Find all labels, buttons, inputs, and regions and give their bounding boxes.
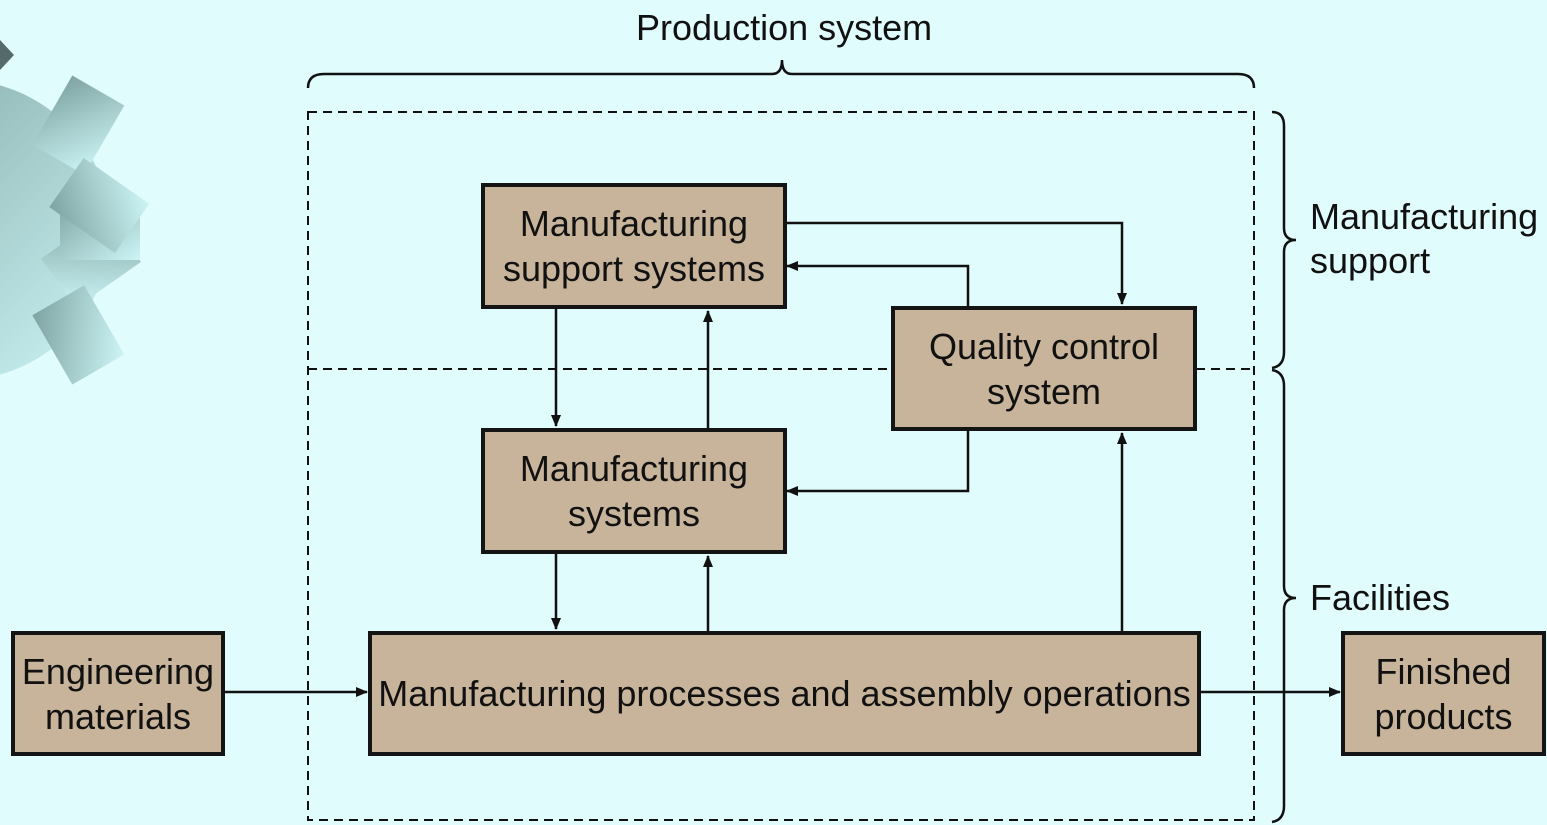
facilities-brace [1271,368,1297,824]
facilities-label: Facilities [1310,577,1451,618]
production-system-brace [306,59,1256,89]
production-system-boundary [307,111,1255,821]
arrow-quality-to-support [786,261,970,306]
quality-control-system-box: Quality control system [891,306,1197,431]
engineering-materials-box: Engineering materials [11,631,225,756]
manufacturing-processes-box: Manufacturing processes and assembly ope… [368,631,1201,756]
manufacturing-support-label: Manufacturing support [1310,196,1539,281]
manufacturing-support-systems-box: Manufacturing support systems [481,183,787,309]
production-system-label: Production system [636,7,933,48]
finished-products-box: Finished products [1341,631,1546,756]
arrow-quality-to-systems [786,431,970,496]
manufacturing-support-brace [1271,110,1297,370]
manufacturing-systems-box: Manufacturing systems [481,428,787,554]
gear-icon [0,40,150,385]
arrow-support-to-quality [785,221,1127,305]
